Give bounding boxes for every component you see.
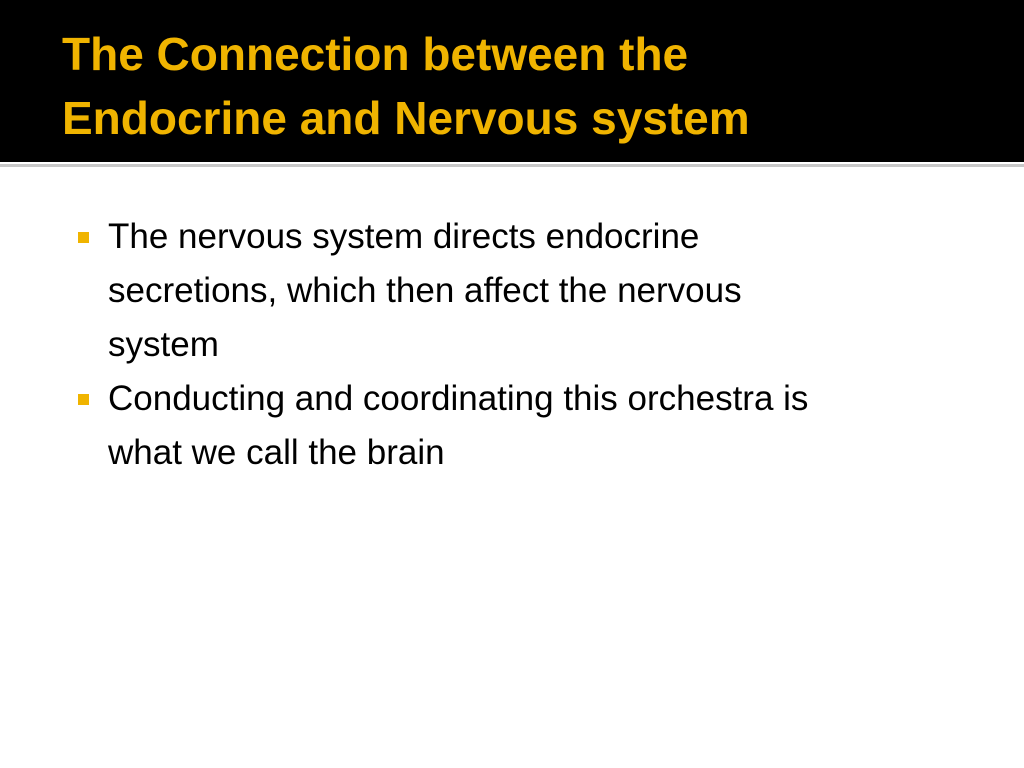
bullet-2-line-2: what we call the brain	[108, 433, 445, 472]
slide-title: The Connection between the Endocrine and…	[62, 22, 1002, 150]
title-divider	[0, 164, 1024, 167]
bullet-text-2: Conducting and coordinating this orchest…	[108, 372, 998, 480]
bullet-1-line-2: secretions, which then affect the nervou…	[108, 271, 742, 310]
bullet-list: The nervous system directs endocrine sec…	[78, 210, 998, 480]
bullet-item-1: The nervous system directs endocrine sec…	[78, 210, 998, 372]
square-bullet-icon	[78, 394, 89, 405]
bullet-2-line-1: Conducting and coordinating this orchest…	[108, 379, 809, 418]
slide-title-line-2: Endocrine and Nervous system	[62, 92, 750, 144]
bullet-text-1: The nervous system directs endocrine sec…	[108, 210, 998, 372]
slide-title-line-1: The Connection between the	[62, 28, 689, 80]
square-bullet-icon	[78, 232, 89, 243]
bullet-1-line-1: The nervous system directs endocrine	[108, 217, 700, 256]
title-bar	[0, 0, 1024, 162]
bullet-1-line-3: system	[108, 325, 219, 364]
bullet-item-2: Conducting and coordinating this orchest…	[78, 372, 998, 480]
